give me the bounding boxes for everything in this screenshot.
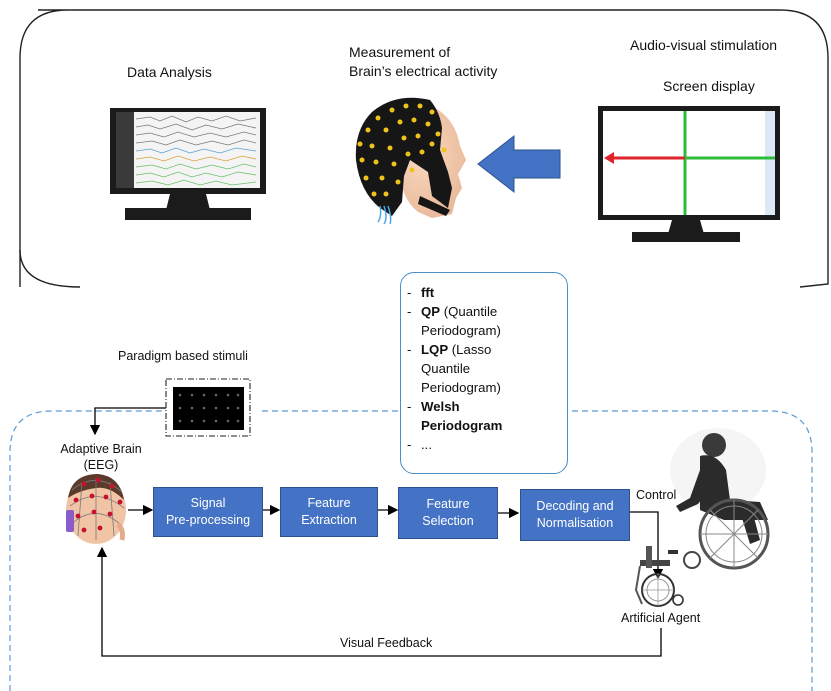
method-text: Periodogram [421, 416, 502, 435]
paradigm-label: Paradigm based stimuli [118, 349, 248, 363]
method-item: -QP (Quantile [407, 302, 559, 321]
screen-display-monitor-icon [598, 106, 780, 242]
stimuli-to-brain-connector [89, 407, 166, 436]
feature-extraction-line2: Extraction [301, 513, 357, 527]
adaptive-brain-eeg-head-icon [66, 474, 126, 544]
data-analysis-monitor-icon [110, 108, 266, 220]
measurement-label-line1: Measurement of [349, 44, 451, 60]
method-text: QP (Quantile [421, 302, 497, 321]
feature-extraction-block: Feature Extraction [280, 487, 378, 537]
method-item: Periodogram) [407, 378, 559, 397]
method-text: Periodogram) [421, 378, 501, 397]
pipeline-connectors [96, 504, 664, 657]
method-rest-text: Quantile [421, 361, 471, 376]
screen-display-label: Screen display [663, 78, 755, 94]
method-bullet [407, 359, 421, 378]
method-bold-text: QP [421, 304, 441, 319]
method-bullet [407, 378, 421, 397]
decoding-line2: Normalisation [536, 516, 614, 530]
method-bold-text: Welsh [421, 399, 460, 414]
stimulus-arrow-icon [477, 134, 561, 194]
measurement-label-line2: Brain’s electrical activity [349, 63, 498, 79]
artificial-agent-wheelchair-icon [634, 546, 684, 607]
method-text: fft [421, 283, 434, 302]
feature-selection-line1: Feature [426, 497, 470, 512]
method-rest-text: Periodogram) [421, 380, 501, 395]
signal-block-line1: Signal [190, 496, 226, 511]
wheelchair-user-icon [670, 428, 770, 570]
method-item: -... [407, 435, 559, 454]
data-analysis-label: Data Analysis [127, 64, 212, 80]
method-bullet: - [407, 399, 412, 414]
method-bold-text: Periodogram [421, 418, 503, 433]
decoding-normalisation-block: Decoding and Normalisation [520, 489, 630, 541]
method-text: LQP (Lasso [421, 340, 491, 359]
method-rest-text: (Lasso [448, 342, 492, 357]
electrode-dots [357, 103, 447, 197]
signal-block-line2: Pre-processing [165, 513, 251, 527]
method-bullet [407, 416, 421, 435]
method-text: ... [421, 435, 432, 454]
paradigm-stimuli-grid-icon [165, 378, 251, 437]
adaptive-brain-label-line1: Adaptive Brain [60, 442, 142, 456]
visual-feedback-label: Visual Feedback [340, 636, 433, 650]
eeg-cap-head-icon [355, 97, 466, 225]
method-item: Quantile [407, 359, 559, 378]
method-rest-text: Periodogram) [421, 323, 501, 338]
method-bullet: - [407, 437, 412, 452]
method-bullet [407, 321, 421, 340]
stimulation-label: Audio-visual stimulation [630, 37, 778, 53]
method-rest-text: (Quantile [440, 304, 498, 319]
method-item: -fft [407, 283, 559, 302]
method-text: Welsh [421, 397, 460, 416]
method-bold-text: LQP [421, 342, 449, 357]
bci-loop-dashed-border [9, 410, 813, 691]
adaptive-brain-label-line2: (EEG) [83, 458, 119, 472]
decoding-line1: Decoding and [536, 499, 614, 514]
method-text: Quantile [421, 359, 470, 378]
method-item: Periodogram [407, 416, 559, 435]
artificial-agent-label: Artificial Agent [621, 611, 701, 625]
signal-preprocessing-block: Signal Pre-processing [153, 487, 263, 537]
method-text: Periodogram) [421, 321, 501, 340]
method-item: -LQP (Lasso [407, 340, 559, 359]
feature-selection-line2: Selection [422, 514, 474, 528]
top-panel-border [19, 9, 829, 288]
feature-extraction-line1: Feature [307, 496, 351, 511]
method-bullet: - [407, 304, 412, 319]
method-rest-text: ... [421, 437, 432, 452]
method-bullet: - [407, 285, 412, 300]
control-label: Control [636, 488, 677, 502]
feature-selection-block: Feature Selection [398, 487, 498, 539]
method-item: -Welsh [407, 397, 559, 416]
method-bullet: - [407, 342, 412, 357]
method-bold-text: fft [421, 285, 435, 300]
method-item: Periodogram) [407, 321, 559, 340]
